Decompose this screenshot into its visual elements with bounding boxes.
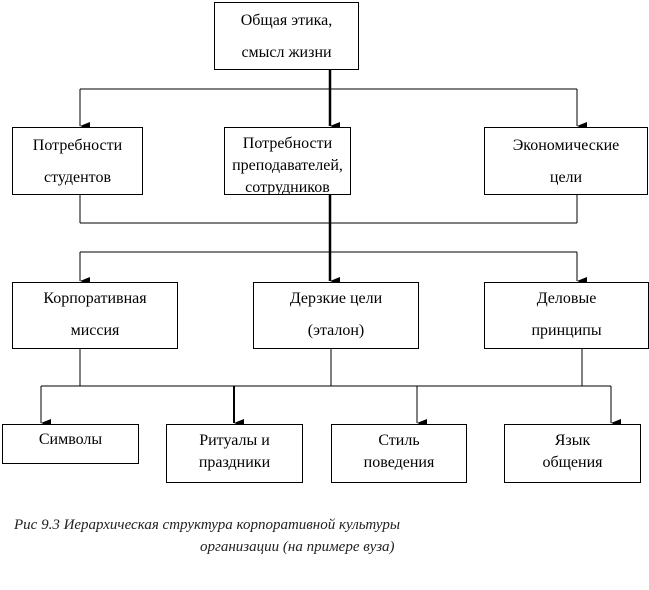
label: поведения: [363, 454, 435, 471]
label: (эталон): [307, 322, 365, 339]
label: миссия: [70, 322, 120, 339]
label: Дерзкие цели: [289, 290, 383, 307]
label: Стиль: [378, 432, 420, 449]
caption-line-2: организации (на примере вуза): [200, 539, 395, 555]
label: сотрудников: [245, 179, 330, 195]
label: Ритуалы и: [199, 432, 270, 449]
box-behavior-style: Стиль поведения: [331, 424, 467, 483]
label: смысл жизни: [241, 44, 332, 61]
caption-line-1: Рис 9.3 Иерархическая структура корпорат…: [14, 517, 400, 533]
label: Язык: [554, 432, 591, 449]
label: Потребности: [242, 135, 333, 152]
label: Экономические: [512, 137, 620, 154]
label: принципы: [531, 322, 602, 339]
label: цели: [549, 169, 583, 186]
box-corporate-mission: Корпоративная миссия: [12, 282, 178, 349]
box-general-ethics: Общая этика, смысл жизни: [214, 2, 359, 70]
label: Корпоративная: [43, 290, 147, 307]
label: Символы: [38, 431, 103, 448]
label: преподавателей,: [232, 157, 343, 174]
label: Потребности: [32, 137, 123, 154]
box-staff-needs: Потребности преподавателей, сотрудников: [224, 127, 351, 195]
label: студентов: [43, 169, 111, 186]
box-bold-goals: Дерзкие цели (эталон): [253, 282, 419, 349]
label: общения: [542, 454, 603, 471]
label: Деловые: [536, 290, 597, 307]
label: праздники: [198, 454, 271, 471]
box-communication-language: Язык общения: [504, 424, 641, 483]
box-rituals: Ритуалы и праздники: [166, 424, 303, 483]
label: Общая этика,: [240, 12, 333, 29]
box-student-needs: Потребности студентов: [12, 127, 143, 195]
box-economic-goals: Экономические цели: [484, 127, 648, 195]
box-symbols: Символы: [2, 424, 139, 464]
box-business-principles: Деловые принципы: [484, 282, 649, 349]
